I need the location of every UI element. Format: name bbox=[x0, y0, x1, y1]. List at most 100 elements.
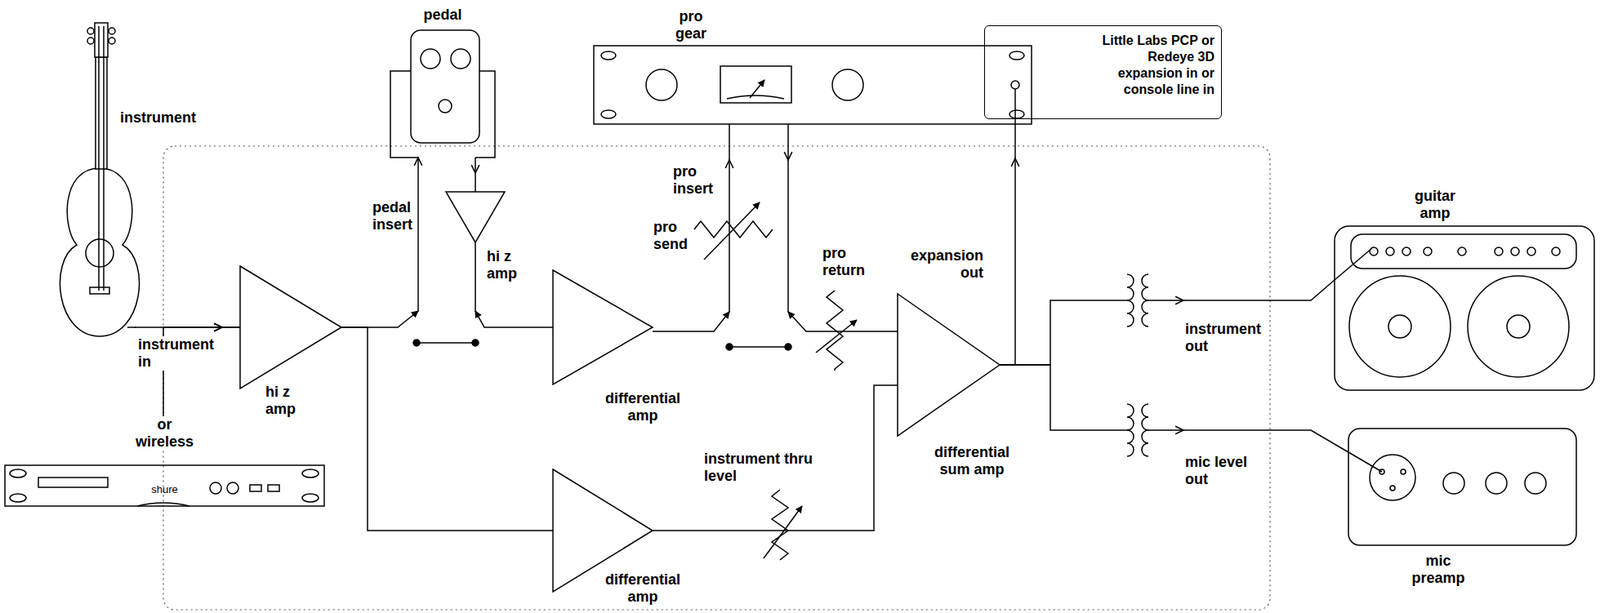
mic-preamp-drawing bbox=[1390, 485, 1395, 491]
pro-gear-drawing bbox=[593, 45, 1032, 125]
guitar-illustration bbox=[127, 326, 136, 329]
node-label: pro gear bbox=[675, 8, 707, 43]
pro-gear-drawing bbox=[593, 45, 1032, 125]
arrow-head bbox=[414, 157, 423, 166]
switch-symbol bbox=[416, 342, 476, 344]
guitar-illustration bbox=[89, 287, 110, 295]
signal-wire bbox=[341, 157, 423, 328]
guitar-amp: guitar amp bbox=[1334, 181, 1595, 391]
arrow-head bbox=[1175, 426, 1184, 435]
enclosure-outline bbox=[163, 146, 1271, 611]
wireless-receiver-drawing bbox=[38, 477, 108, 488]
node-label: hi z amp bbox=[486, 248, 520, 283]
signal-wire bbox=[999, 365, 1349, 453]
pro-gear-drawing bbox=[1009, 51, 1025, 60]
arrow-head bbox=[1175, 296, 1184, 305]
transformer-symbol bbox=[1141, 404, 1149, 457]
pedal-drawing bbox=[450, 49, 471, 69]
pro-gear-drawing bbox=[720, 66, 792, 103]
wireless-receiver-drawing bbox=[227, 482, 239, 495]
signal-label: pro send bbox=[653, 218, 688, 254]
pro-gear-drawing bbox=[749, 80, 765, 99]
guitar-illustration bbox=[59, 168, 139, 337]
guitar-amp-drawing bbox=[1467, 276, 1569, 378]
wireless-receiver-drawing bbox=[4, 465, 325, 507]
mic-preamp-drawing bbox=[1369, 454, 1416, 501]
arrow-head bbox=[725, 160, 734, 169]
expansion-box: Little Labs PCP or Redeye 3D expansion i… bbox=[984, 25, 1222, 120]
arrow-head bbox=[784, 151, 793, 161]
node-label: instrument bbox=[120, 109, 197, 127]
amp-triangle: differential amp bbox=[552, 270, 653, 385]
node-label: differential sum amp bbox=[931, 444, 1013, 479]
signal-wire bbox=[341, 327, 553, 531]
signal-wire bbox=[999, 119, 1020, 366]
amp-triangle: hi z amp bbox=[240, 266, 342, 389]
pedal-drawing bbox=[475, 71, 495, 158]
guitar-illustration bbox=[87, 37, 94, 45]
amp-triangle: differential amp bbox=[552, 469, 653, 593]
wireless-receiver-drawing bbox=[9, 494, 27, 503]
signal-wire bbox=[652, 385, 898, 531]
guitar-illustration bbox=[87, 27, 94, 35]
mic-preamp-drawing bbox=[1348, 452, 1382, 473]
signal-label: pro insert bbox=[672, 163, 714, 198]
pro-gear-drawing bbox=[601, 51, 616, 60]
signal-wire bbox=[341, 157, 419, 328]
guitar-amp-drawing bbox=[1334, 226, 1595, 391]
potentiometer-symbol bbox=[815, 320, 857, 353]
signal-wire bbox=[999, 119, 1016, 366]
signal-wire bbox=[652, 385, 898, 531]
signal-wire bbox=[999, 280, 1335, 366]
transformer-symbol bbox=[1141, 274, 1149, 327]
signal-wire bbox=[999, 280, 1335, 366]
guitar-amp-drawing bbox=[1388, 315, 1412, 339]
mic-preamp-drawing bbox=[1348, 428, 1577, 546]
wireless-receiver-drawing bbox=[267, 485, 280, 492]
guitar-amp-drawing bbox=[1334, 226, 1595, 391]
amp-outline bbox=[897, 294, 1000, 437]
signal-label: instrument thru level bbox=[704, 450, 819, 486]
signal-label: pedal insert bbox=[372, 199, 413, 234]
guitar-amp-drawing bbox=[1334, 248, 1373, 281]
guitar-amp-drawing bbox=[1506, 315, 1530, 339]
expansion-jack bbox=[1011, 80, 1020, 90]
signal-wire bbox=[474, 157, 477, 192]
guitar-amp-drawing bbox=[1510, 247, 1520, 256]
guitar-amp-drawing bbox=[1349, 276, 1451, 378]
expansion-jack bbox=[1011, 80, 1020, 120]
transformer-symbol bbox=[1127, 272, 1149, 459]
wireless-receiver-drawing bbox=[302, 469, 319, 478]
transformer-symbol bbox=[1127, 404, 1134, 457]
amp-outline bbox=[552, 270, 653, 385]
drawing-layer bbox=[4, 22, 1595, 611]
arrow-head bbox=[213, 323, 223, 332]
signal-wire bbox=[999, 365, 1349, 453]
guitar-amp-drawing bbox=[1350, 234, 1577, 269]
switch-symbol bbox=[729, 346, 789, 348]
wireless-receiver-drawing bbox=[209, 482, 222, 495]
signal-wire bbox=[341, 327, 553, 531]
guitar-illustration bbox=[94, 22, 108, 58]
wireless-receiver-drawing bbox=[302, 494, 319, 503]
guitar-illustration bbox=[98, 26, 100, 291]
node-label: Little Labs PCP or Redeye 3D expansion i… bbox=[1083, 32, 1215, 99]
amp-outline bbox=[552, 270, 653, 385]
potentiometer-symbol bbox=[771, 490, 789, 561]
mic-preamp-drawing bbox=[1348, 428, 1577, 546]
node-label: hi z amp bbox=[265, 383, 299, 419]
node-label: differential amp bbox=[601, 571, 684, 607]
expansion-jack bbox=[1014, 89, 1017, 120]
guitar-illustration bbox=[59, 22, 139, 337]
node-label: differential amp bbox=[601, 390, 684, 425]
mic-preamp-drawing bbox=[1443, 472, 1465, 495]
signal-wire bbox=[652, 124, 734, 332]
pro-gear-drawing bbox=[1009, 110, 1025, 119]
signal-wire bbox=[475, 242, 553, 328]
guitar-amp-drawing bbox=[1494, 247, 1503, 256]
signal-label: pro return bbox=[822, 245, 865, 280]
pro-gear-drawing bbox=[832, 69, 864, 101]
node-label: guitar amp bbox=[1414, 187, 1456, 223]
pedal-drawing bbox=[390, 71, 419, 158]
